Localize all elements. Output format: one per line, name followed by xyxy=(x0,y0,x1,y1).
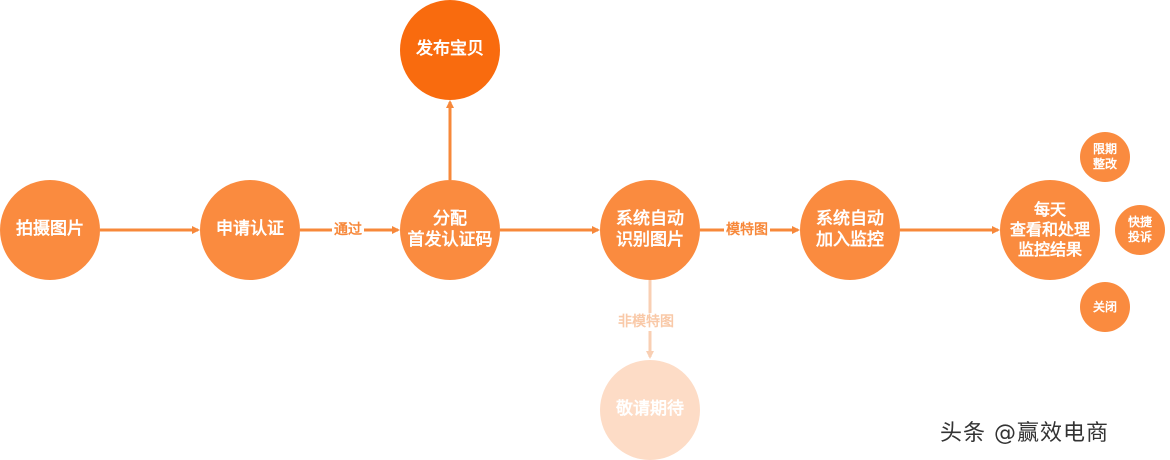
node-daily-label: 每天 查看和处理 监控结果 xyxy=(1009,200,1090,259)
node-monitor: 系统自动 加入监控 xyxy=(800,180,900,280)
node-photo-label: 拍摄图片 xyxy=(16,219,84,240)
edge-label-pass: 通过 xyxy=(332,221,364,239)
node-apply: 申请认证 xyxy=(200,180,300,280)
node-recognize: 系统自动 识别图片 xyxy=(600,180,700,280)
node-publish-label: 发布宝贝 xyxy=(416,39,484,60)
node-assign-label: 分配 首发认证码 xyxy=(407,208,493,250)
node-complain-label: 快捷 投诉 xyxy=(1127,215,1152,244)
node-monitor-label: 系统自动 加入监控 xyxy=(816,208,884,250)
node-publish: 发布宝贝 xyxy=(400,0,500,100)
node-photo: 拍摄图片 xyxy=(0,180,100,280)
node-wait-label: 敬请期待 xyxy=(616,399,684,420)
node-assign: 分配 首发认证码 xyxy=(400,180,500,280)
edge-label-non-model-image: 非模特图 xyxy=(616,313,676,331)
node-recognize-label: 系统自动 识别图片 xyxy=(616,208,684,250)
node-close: 关闭 xyxy=(1080,282,1130,332)
node-rectify-label: 限期 整改 xyxy=(1092,142,1117,171)
node-daily: 每天 查看和处理 监控结果 xyxy=(1000,180,1100,280)
node-wait: 敬请期待 xyxy=(600,360,700,460)
watermark: 头条 @赢效电商 xyxy=(940,421,1109,446)
node-complain: 快捷 投诉 xyxy=(1115,205,1165,255)
node-close-label: 关闭 xyxy=(1092,299,1117,314)
node-apply-label: 申请认证 xyxy=(216,219,284,240)
edge-label-model-image: 模特图 xyxy=(724,221,770,239)
node-rectify: 限期 整改 xyxy=(1080,132,1130,182)
